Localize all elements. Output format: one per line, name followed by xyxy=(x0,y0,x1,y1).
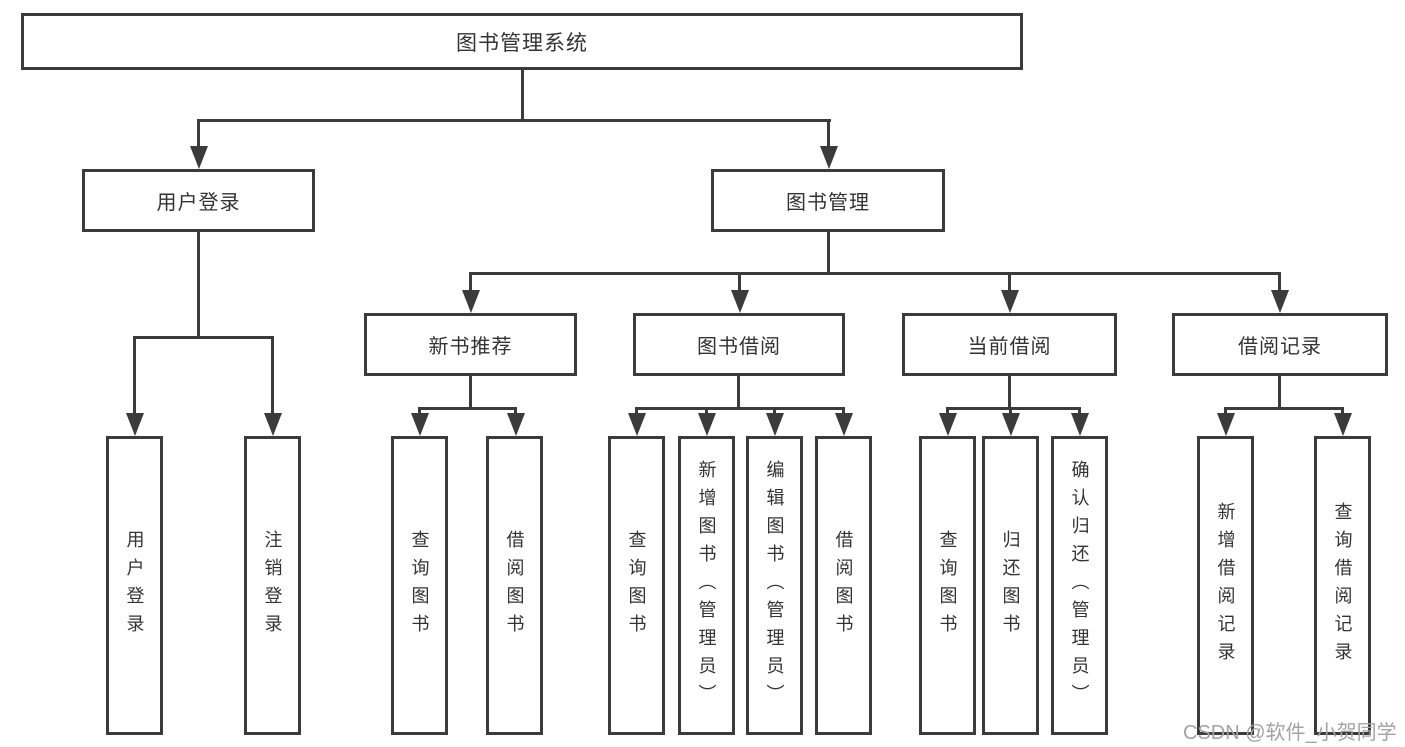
arrowhead-g4-a2 xyxy=(1002,413,1020,436)
csdn-watermark: CSDN @软件_小贺同学 xyxy=(1183,722,1397,744)
connector-g2-a2 xyxy=(514,407,517,416)
connector-g4-stem xyxy=(1008,376,1011,410)
connector-g5-stem xyxy=(1278,376,1281,410)
arrowhead-g5-a1 xyxy=(1217,413,1235,436)
leaf-query-borrow-record: 查询借阅记录 xyxy=(1314,436,1371,735)
connector-to-leaf-login xyxy=(133,336,136,414)
arrowhead-g3-a2 xyxy=(698,413,716,436)
arrowhead-to-book-management xyxy=(820,146,838,169)
arrowhead-to-current-borrow xyxy=(1001,290,1019,313)
leaf-return-books: 归还图书 xyxy=(982,436,1039,735)
connector-g3-a1 xyxy=(635,407,638,416)
connector-g2-a1 xyxy=(418,407,421,416)
leaf-query-books-recommend: 查询图书 xyxy=(391,436,448,735)
connector-g3-a2 xyxy=(705,407,708,416)
leaf-confirm-return-admin: 确认归还（管理员） xyxy=(1051,436,1108,735)
leaf-borrow-books: 借阅图书 xyxy=(815,436,872,735)
connector-root-hbar xyxy=(197,119,831,122)
connector-g5-a1 xyxy=(1224,407,1227,416)
connector-g2-hbar xyxy=(418,407,517,410)
arrowhead-g2-a1 xyxy=(411,413,429,436)
node-new-book-recommend: 新书推荐 xyxy=(364,313,577,376)
arrowhead-to-borrow-records xyxy=(1271,290,1289,313)
leaf-borrow-books-recommend: 借阅图书 xyxy=(486,436,543,735)
connector-g3-hbar xyxy=(635,407,845,410)
leaf-add-books-admin: 新增图书（管理员） xyxy=(678,436,735,735)
arrowhead-g3-a1 xyxy=(628,413,646,436)
connector-to-new-books xyxy=(469,272,472,292)
node-user-login: 用户登录 xyxy=(82,169,315,232)
connector-g3-stem xyxy=(737,376,740,410)
connector-g4-a3 xyxy=(1078,407,1081,416)
connector-to-borrow-records xyxy=(1278,272,1281,292)
node-borrowing-records: 借阅记录 xyxy=(1172,313,1388,376)
connector-g5-hbar xyxy=(1224,407,1344,410)
arrowhead-g3-a4 xyxy=(835,413,853,436)
arrowhead-g4-a1 xyxy=(939,413,957,436)
connector-g3-a3 xyxy=(773,407,776,416)
connector-to-book-borrow xyxy=(738,272,741,292)
connector-book-mgmt-stem xyxy=(827,232,830,275)
arrowhead-g2-a2 xyxy=(507,413,525,436)
leaf-query-books-current: 查询图书 xyxy=(919,436,976,735)
connector-to-leaf-logout xyxy=(271,336,274,414)
connector-g4-a2 xyxy=(1009,407,1012,416)
arrowhead-g5-a2 xyxy=(1334,413,1352,436)
connector-g3-a4 xyxy=(842,407,845,416)
connector-g2-stem xyxy=(469,376,472,410)
arrowhead-g4-a3 xyxy=(1071,413,1089,436)
leaf-add-borrow-record: 新增借阅记录 xyxy=(1197,436,1254,735)
leaf-user-login: 用户登录 xyxy=(106,436,163,735)
arrowhead-to-book-borrow xyxy=(731,290,749,313)
connector-root-stem xyxy=(521,70,524,120)
arrowhead-to-new-books xyxy=(462,290,480,313)
connector-book-mgmt-hbar xyxy=(469,272,1281,275)
connector-to-current-borrow xyxy=(1008,272,1011,292)
node-library-management-system: 图书管理系统 xyxy=(21,13,1023,70)
arrowhead-g3-a3 xyxy=(766,413,784,436)
leaf-query-books-borrowing: 查询图书 xyxy=(608,436,665,735)
connector-g4-a1 xyxy=(946,407,949,416)
connector-user-login-hbar xyxy=(133,336,274,339)
connector-g4-hbar xyxy=(946,407,1081,410)
arrowhead-to-leaf-logout xyxy=(264,413,282,436)
connector-to-user-login xyxy=(197,119,200,147)
connector-user-login-stem xyxy=(197,232,200,336)
node-current-borrowing: 当前借阅 xyxy=(902,313,1117,376)
arrowhead-to-user-login xyxy=(190,146,208,169)
node-book-management: 图书管理 xyxy=(711,169,945,232)
leaf-edit-books-admin: 编辑图书（管理员） xyxy=(746,436,803,735)
connector-g5-a2 xyxy=(1341,407,1344,416)
node-book-borrowing: 图书借阅 xyxy=(633,313,845,376)
arrowhead-to-leaf-login xyxy=(126,413,144,436)
leaf-logout: 注销登录 xyxy=(244,436,301,735)
connector-to-book-management xyxy=(827,119,830,147)
